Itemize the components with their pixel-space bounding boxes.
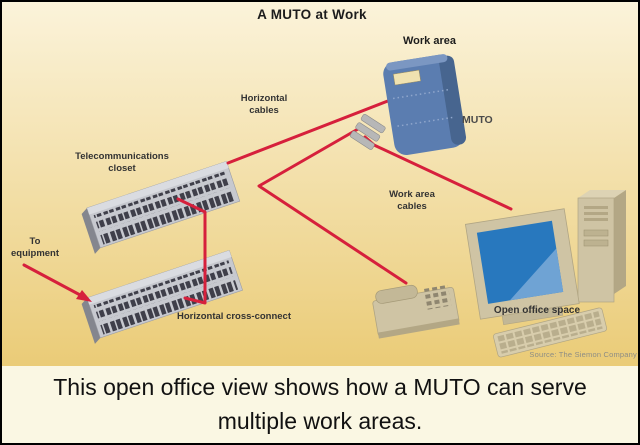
- telecom-closet-label: Telecommunications closet: [75, 151, 169, 174]
- muto-label-window: [393, 69, 421, 86]
- to-equipment-label: To equipment: [10, 236, 60, 259]
- computer-tower: [577, 190, 626, 303]
- muto-diagram: A MUTO at Work Work area MUTO Horizontal…: [2, 2, 638, 370]
- figure-caption: This open office view shows how a MUTO c…: [2, 366, 638, 443]
- to-equipment-cable: [22, 263, 84, 298]
- phone-handset: [375, 284, 418, 304]
- computer-keyboard: [493, 307, 608, 358]
- horizontal-cable: [226, 97, 395, 165]
- phone-keypad: [423, 284, 452, 310]
- work-area-cable-phone: [257, 127, 408, 285]
- work-area-label: Work area: [403, 35, 456, 47]
- muto-device: [383, 54, 467, 155]
- to-equipment-arrowhead: [76, 290, 92, 302]
- computer-monitor: [464, 208, 580, 325]
- horizontal-cross-connect-label: Horizontal cross-connect: [176, 311, 292, 322]
- source-credit: Source: The Siemon Company: [529, 350, 637, 359]
- cross-connect-cable: [176, 197, 207, 305]
- muto-label: MUTO: [462, 114, 493, 126]
- open-office-space-label: Open office space: [493, 305, 581, 316]
- patch-panel-top: [81, 160, 241, 254]
- diagram-canvas: [2, 2, 638, 370]
- work-area-cables-label: Work area cables: [389, 189, 435, 212]
- muto-connectors: [349, 114, 386, 150]
- telephone: [372, 284, 460, 339]
- diagram-title: A MUTO at Work: [257, 7, 367, 22]
- horizontal-cables-label: Horizontal cables: [240, 93, 288, 116]
